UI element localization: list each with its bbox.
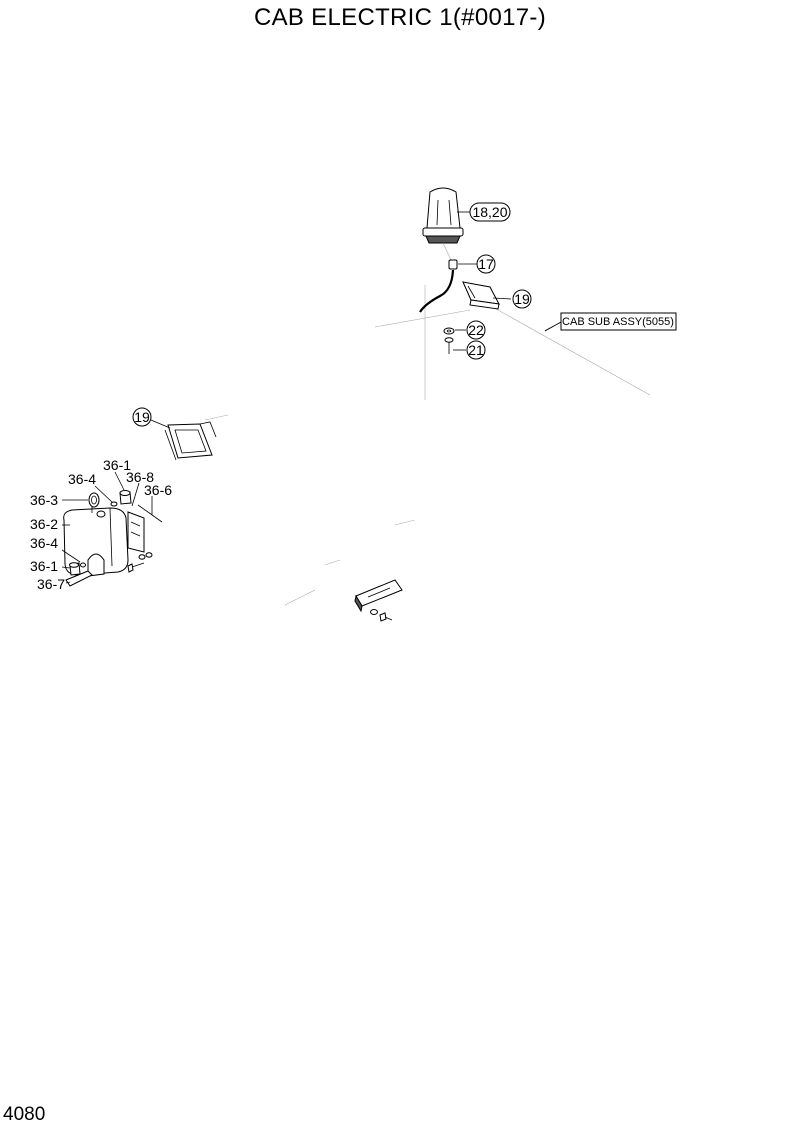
callout-36-4-bottom: 36-4 xyxy=(30,535,58,551)
page-number: 4080 xyxy=(3,1104,46,1125)
callout-19-left: 19 xyxy=(134,409,150,425)
page-title: CAB ELECTRIC 1(#0017-) xyxy=(253,4,547,31)
cab-ghost-lines xyxy=(204,285,651,606)
callout-36-2: 36-2 xyxy=(30,516,58,532)
leader-lines xyxy=(61,211,512,584)
callout-21: 21 xyxy=(468,342,484,358)
callout-circles xyxy=(132,202,532,427)
callout-36-6: 36-6 xyxy=(144,482,172,498)
connector-17-icon xyxy=(448,259,458,270)
callout-17: 17 xyxy=(478,256,494,272)
screw-21 xyxy=(444,337,454,354)
callout-36-4-top: 36-4 xyxy=(68,471,96,487)
callout-36-1-bottom: 36-1 xyxy=(30,558,58,574)
callout-36-7: 36-7 xyxy=(37,576,65,592)
work-lamp-left xyxy=(164,421,217,461)
callout-22: 22 xyxy=(468,322,484,338)
beacon-harness xyxy=(419,242,458,313)
beacon-cover-assembly xyxy=(63,490,163,587)
callout-36-8: 36-8 xyxy=(126,469,154,485)
callout-18-20: 18,20 xyxy=(472,204,507,220)
callout-36-3: 36-3 xyxy=(30,492,58,508)
license-plate-lamp xyxy=(354,579,403,622)
reference-box-label: CAB SUB ASSY(5055) xyxy=(562,316,674,328)
washer-22 xyxy=(443,327,455,335)
beacon-lamp xyxy=(422,187,464,244)
callout-19-right: 19 xyxy=(514,291,530,307)
work-lamp-right xyxy=(462,281,500,310)
cab-sub-assy-reference: CAB SUB ASSY(5055) xyxy=(544,312,677,332)
callout-36-1-top: 36-1 xyxy=(103,457,131,473)
